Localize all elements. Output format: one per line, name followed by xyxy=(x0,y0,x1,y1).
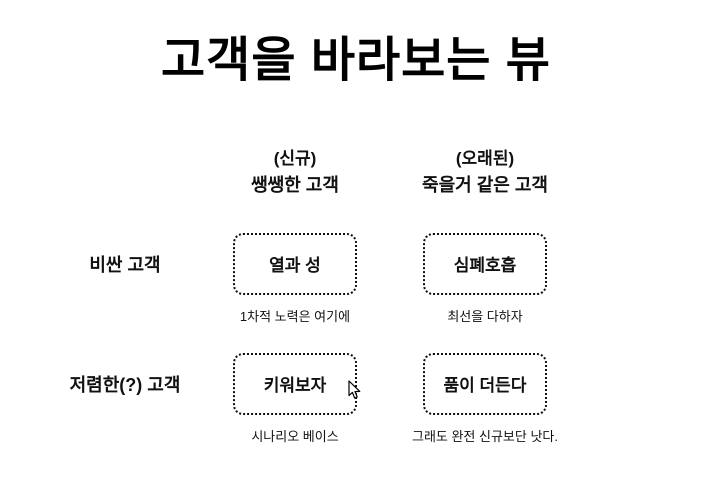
matrix-box-labor: 품이 더든다 xyxy=(423,352,547,415)
matrix-cell: 품이 더든다 그래도 완전 신규보단 낫다. xyxy=(380,352,590,445)
column-tag-old: (오래된) xyxy=(455,149,515,168)
matrix-box-value: 품이 더든다 xyxy=(443,376,527,395)
row-label-expensive: 비싼 고객 xyxy=(89,254,161,275)
column-tag-new: (신규) xyxy=(273,149,317,168)
matrix-box-value: 심폐호흡 xyxy=(453,256,517,275)
matrix-cell: 심폐호흡 최선을 다하자 xyxy=(380,232,590,325)
column-label-new: 쌩쌩한 고객 xyxy=(251,174,339,195)
column-header-old: (오래된) 죽을거 같은 고객 xyxy=(380,146,590,199)
matrix-cell: 키워보자 시나리오 베이스 xyxy=(210,352,380,445)
page-title: 고객을 바라보는 뷰 xyxy=(161,34,551,87)
matrix-caption: 그래도 완전 신규보단 낫다. xyxy=(411,428,558,444)
matrix-box-cpr: 심폐호흡 xyxy=(423,232,547,295)
matrix-caption: 최선을 다하자 xyxy=(447,308,523,324)
matrix-box-value: 열과 성 xyxy=(269,256,321,275)
customer-matrix: (신규) 쌩쌩한 고객 (오래된) 죽을거 같은 고객 비싼 고객 열과 성 1… xyxy=(40,146,712,445)
matrix-corner-spacer xyxy=(40,146,210,199)
matrix-cell: 열과 성 1차적 노력은 여기에 xyxy=(210,232,380,325)
row-label-cheap: 저렴한(?) 고객 xyxy=(69,374,181,395)
matrix-box-value: 키워보자 xyxy=(263,376,327,395)
column-header-new: (신규) 쌩쌩한 고객 xyxy=(210,146,380,199)
matrix-caption: 시나리오 베이스 xyxy=(251,428,339,444)
matrix-caption: 1차적 노력은 여기에 xyxy=(239,308,351,324)
column-label-old: 죽을거 같은 고객 xyxy=(422,174,548,195)
matrix-box-grow: 키워보자 xyxy=(233,352,357,415)
matrix-box-effort: 열과 성 xyxy=(233,232,357,295)
